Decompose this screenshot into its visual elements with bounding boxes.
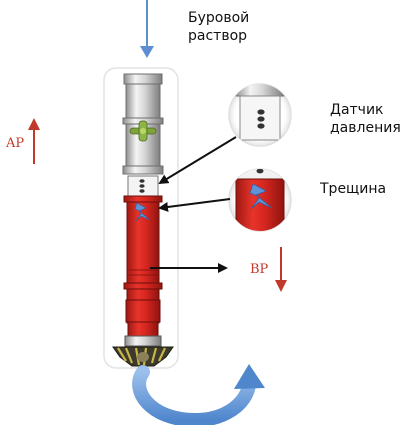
pressure-sensor-zoom xyxy=(228,83,292,147)
tool-red-section xyxy=(123,195,163,347)
stabilizer-icon xyxy=(129,120,157,142)
pressure-sensor-ports xyxy=(139,179,145,193)
bp-label: BP xyxy=(250,262,269,277)
fracture-mark-icon xyxy=(134,202,151,222)
return-flow-arrow xyxy=(132,364,265,425)
fracture-pointer-arrow xyxy=(158,198,231,212)
drilling-fluid-label-line2: раствор xyxy=(188,28,248,44)
pressure-sensor-label-line2: давления xyxy=(330,120,401,136)
drill-bit-icon xyxy=(112,346,174,367)
pressure-sensor-label-line1: Датчик xyxy=(330,102,384,118)
drilling-fluid-label-line1: Буровой xyxy=(188,10,250,26)
drilling-fluid-arrow xyxy=(140,0,154,58)
bp-down-arrow xyxy=(275,247,287,292)
ap-up-arrow xyxy=(28,118,40,164)
fracture-label: Трещина xyxy=(320,181,387,197)
sensor-pointer-arrow xyxy=(158,136,237,185)
fracture-zoom xyxy=(228,168,292,232)
ap-label: AP xyxy=(6,136,25,151)
